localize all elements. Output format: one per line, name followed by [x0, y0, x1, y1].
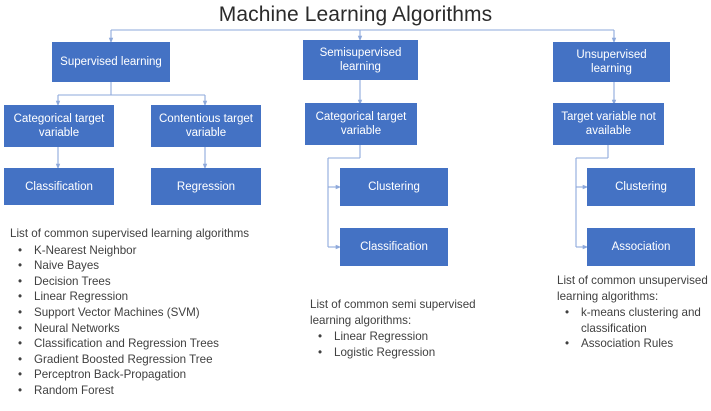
list-item-label: Linear Regression — [334, 330, 429, 344]
node-unsupervised-learning[interactable]: Unsupervised learning — [553, 42, 670, 82]
list-item-label: Association Rules — [581, 337, 674, 351]
bullet-icon: • — [565, 337, 570, 351]
bullet-icon: • — [318, 345, 323, 359]
bullet-icon: • — [18, 290, 23, 304]
supervised-list-lead: List of common supervised learning algor… — [10, 227, 250, 240]
node-unsupervised-association[interactable]: Association — [587, 228, 695, 266]
node-semisupervised-learning[interactable]: Semisupervised learning — [303, 40, 418, 80]
list-item-label: k-means clustering and classification — [581, 306, 701, 335]
bullet-icon: • — [18, 337, 23, 351]
list-item: • Linear Regression — [310, 329, 510, 345]
list-item: • Naive Bayes — [10, 258, 300, 274]
list-item-label: Classification and Regression Trees — [34, 337, 219, 351]
bullet-icon: • — [18, 383, 23, 397]
list-item-label: Support Vector Machines (SVM) — [34, 305, 200, 319]
page-title: Machine Learning Algorithms — [218, 3, 493, 26]
bullet-icon: • — [18, 368, 23, 382]
list-item: • Support Vector Machines (SVM) — [10, 305, 300, 321]
list-item-label: Perceptron Back-Propagation — [34, 368, 187, 382]
list-item: • Random Forest — [10, 383, 300, 399]
bullet-icon: • — [18, 259, 23, 273]
bullet-icon: • — [318, 330, 323, 344]
node-semisupervised-categorical-target-variable[interactable]: Categorical target variable — [305, 103, 417, 145]
list-item-label: K-Nearest Neighbor — [34, 243, 137, 257]
semisupervised-list-items: • Linear Regression • Logistic Regression — [310, 329, 510, 360]
node-supervised-learning[interactable]: Supervised learning — [52, 42, 170, 82]
list-item-label: Decision Trees — [34, 274, 111, 288]
list-item: • Classification and Regression Trees — [10, 336, 300, 352]
bullet-icon: • — [565, 306, 570, 320]
node-semisupervised-clustering[interactable]: Clustering — [340, 168, 448, 206]
bullet-icon: • — [18, 274, 23, 288]
list-item-label: Linear Regression — [34, 290, 129, 304]
supervised-algorithms-list: List of common supervised learning algor… — [10, 226, 300, 399]
list-item: • Perceptron Back-Propagation — [10, 367, 300, 383]
bullet-icon: • — [18, 352, 23, 366]
list-item: • Association Rules — [557, 336, 711, 352]
list-item: • Neural Networks — [10, 321, 300, 337]
list-item-label: Random Forest — [34, 383, 114, 397]
list-item: • Gradient Boosted Regression Tree — [10, 352, 300, 368]
list-item: • k-means clustering and classification — [557, 305, 711, 336]
list-item-label: Gradient Boosted Regression Tree — [34, 352, 213, 366]
node-unsupervised-clustering[interactable]: Clustering — [587, 168, 695, 206]
unsupervised-list-lead: List of common unsupervised learning alg… — [557, 274, 708, 303]
bullet-icon: • — [18, 305, 23, 319]
unsupervised-list-items: • k-means clustering and classification • A… — [557, 305, 711, 352]
node-unsupervised-target-variable-not-available[interactable]: Target variable not available — [553, 103, 664, 145]
node-semisupervised-classification[interactable]: Classification — [340, 228, 448, 266]
node-supervised-categorical-target-variable[interactable]: Categorical target variable — [4, 105, 114, 147]
node-supervised-contentious-target-variable[interactable]: Contentious target variable — [151, 105, 261, 147]
bullet-icon: • — [18, 243, 23, 257]
semisupervised-algorithms-list: List of common semi supervised learning … — [310, 297, 510, 360]
unsupervised-algorithms-list: List of common unsupervised learning alg… — [557, 273, 711, 352]
list-item: • Logistic Regression — [310, 345, 510, 361]
semisupervised-list-lead: List of common semi supervised learning … — [310, 298, 476, 327]
list-item-label: Logistic Regression — [334, 345, 436, 359]
list-item: • Decision Trees — [10, 274, 300, 290]
list-item-label: Naive Bayes — [34, 259, 100, 273]
list-item: • Linear Regression — [10, 289, 300, 305]
bullet-icon: • — [18, 321, 23, 335]
node-supervised-regression[interactable]: Regression — [151, 168, 261, 205]
node-supervised-classification[interactable]: Classification — [4, 168, 114, 205]
list-item-label: Neural Networks — [34, 321, 120, 335]
list-item: • K-Nearest Neighbor — [10, 243, 300, 259]
supervised-list-items: • K-Nearest Neighbor • Naive Bayes • Decision… — [10, 243, 300, 399]
